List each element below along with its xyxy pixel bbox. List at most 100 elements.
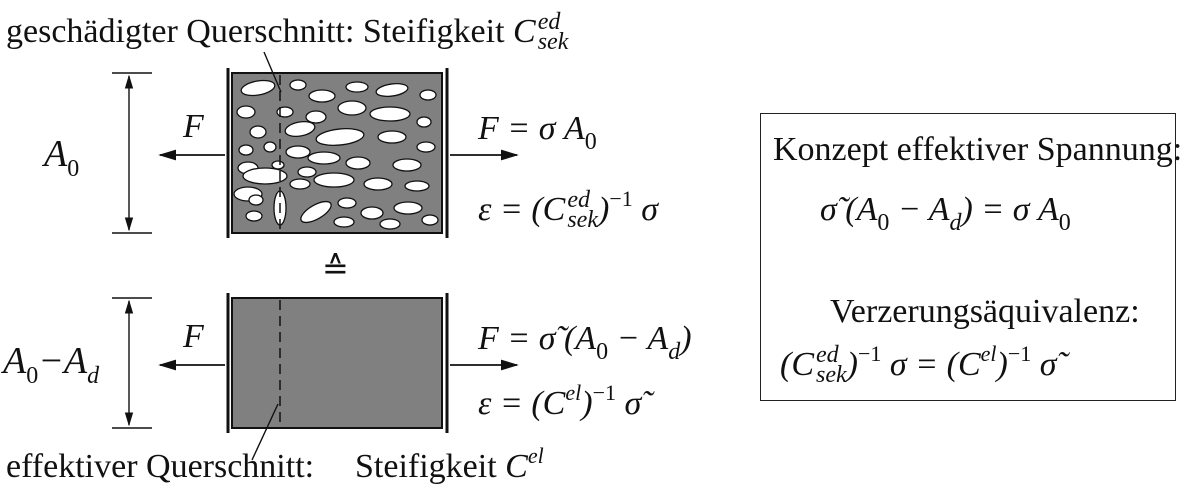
eq2-sup: ed — [816, 342, 839, 368]
bottom-caption-sup: el — [527, 443, 544, 468]
eq2-sup2: el — [980, 341, 997, 367]
bottom-caption: effektiver Querschnitt: — [6, 450, 314, 484]
void-ellipse — [249, 125, 267, 139]
void-ellipse — [333, 216, 355, 228]
eq2-e: σ̃ — [1031, 346, 1057, 384]
top-caption-symbol: C — [513, 13, 536, 51]
strain-upper-text: ε = (C — [478, 191, 566, 229]
dimension-upper — [112, 72, 152, 234]
force-right-lower-text: F = σ̃ (A — [478, 320, 597, 357]
eq1-sub0: 0 — [877, 210, 890, 236]
void-ellipse — [345, 81, 369, 93]
strain-upper-exp: −1 — [609, 186, 633, 212]
void-ellipse — [421, 214, 439, 226]
equivalence-symbol: ≙ — [322, 250, 349, 286]
void-ellipse — [377, 130, 407, 144]
void-ellipse — [245, 210, 263, 222]
area-lower-subd: d — [87, 363, 100, 389]
eq1-sub0b: 0 — [1058, 210, 1071, 236]
void-ellipse — [379, 218, 401, 230]
eq1-c: ) = σ A — [961, 191, 1059, 228]
force-right-lower-mid: − A — [608, 320, 669, 357]
force-left-lower: F — [183, 318, 204, 355]
void-ellipse — [297, 166, 317, 178]
top-caption-sup: ed — [537, 9, 561, 35]
bottom-caption-stiffness-text: Steifigkeit — [355, 448, 497, 485]
void-ellipse — [360, 206, 384, 220]
strain-upper-sub: sek — [567, 207, 598, 234]
concept-heading: Konzept effektiver Spannung: — [773, 131, 1181, 168]
force-right-lower-subd: d — [668, 339, 681, 365]
strain-equivalence-heading: Verzerungsäquivalenz: — [830, 293, 1140, 330]
void-ellipse — [345, 156, 371, 170]
strain-lower-exp: −1 — [592, 380, 616, 405]
force-right-lower-sub0: 0 — [596, 339, 609, 365]
strain-lower-sup: el — [565, 380, 582, 405]
force-right-lower: F = σ̃ (A0 − Ad) — [478, 320, 692, 365]
strain-lower-tail: ) — [581, 385, 593, 422]
void-ellipse — [392, 158, 422, 172]
void-ellipse — [271, 160, 285, 170]
void-ellipse — [375, 83, 409, 97]
eq1-a: σ̃ (A — [820, 191, 878, 228]
void-ellipse — [300, 200, 332, 224]
area-symbol: A — [44, 133, 68, 175]
void-ellipse — [284, 120, 316, 138]
bottom-caption-symbol: C — [505, 448, 528, 485]
eq2-b: ) — [846, 346, 858, 384]
damaged-cross-section — [226, 68, 449, 238]
eq1-b: − A — [889, 191, 950, 228]
void-ellipse — [419, 89, 437, 101]
void-ellipse — [313, 172, 355, 188]
void-ellipse — [289, 79, 307, 91]
eq2-d: ) — [996, 346, 1008, 384]
bottom-caption-stiffness: Steifigkeit Cel — [355, 445, 544, 485]
void-ellipse — [305, 110, 327, 124]
void-ellipse — [285, 145, 311, 159]
force-right-lower-end: ) — [680, 320, 692, 357]
force-arrows — [158, 149, 519, 371]
leader-top — [263, 51, 282, 93]
void-ellipse — [289, 178, 311, 190]
strain-upper-end: σ — [641, 191, 659, 229]
void-ellipse — [276, 106, 294, 118]
eq1-subd: d — [949, 210, 962, 236]
void-ellipse — [416, 141, 436, 153]
void-ellipse — [315, 128, 365, 146]
void-ellipse — [242, 167, 288, 185]
force-right-upper: F = σ A0 — [478, 110, 597, 155]
eq2-exp2: −1 — [1007, 341, 1032, 367]
void-ellipses — [233, 79, 439, 230]
strain-lower: ε = (Cel)−1 σ̃ — [478, 382, 641, 422]
void-ellipse — [236, 105, 256, 119]
top-caption-sub: sek — [537, 29, 569, 56]
strain-upper-tail: ) — [598, 191, 610, 229]
void-ellipse — [393, 201, 423, 215]
void-ellipse — [248, 194, 264, 206]
effective-stress-equation: σ̃ (A0 − Ad) = σ A0 — [820, 191, 1071, 236]
void-ellipse — [307, 151, 341, 165]
area-lower-sub0: 0 — [26, 363, 39, 389]
eq2-exp: −1 — [857, 341, 882, 367]
force-right-upper-sub: 0 — [584, 129, 597, 155]
void-ellipse — [238, 144, 254, 156]
strain-lower-text: ε = (C — [478, 385, 566, 422]
top-caption-text: geschädigter Querschnitt: Steifigkeit — [6, 13, 505, 51]
force-right-upper-text: F = σ A — [478, 110, 585, 147]
area-lower-minus: −A — [38, 340, 88, 382]
void-ellipse — [308, 89, 336, 103]
void-ellipse — [337, 197, 357, 209]
void-ellipse — [369, 106, 411, 122]
concept-box — [760, 113, 1176, 401]
void-ellipse — [240, 79, 276, 97]
strain-upper-sup: ed — [567, 187, 590, 213]
void-ellipse — [416, 116, 432, 128]
void-ellipse — [263, 141, 277, 153]
area-lower-symbol: A — [3, 340, 27, 382]
void-ellipse — [337, 100, 367, 116]
effective-cross-section — [226, 293, 449, 433]
leader-bottom — [251, 403, 279, 461]
